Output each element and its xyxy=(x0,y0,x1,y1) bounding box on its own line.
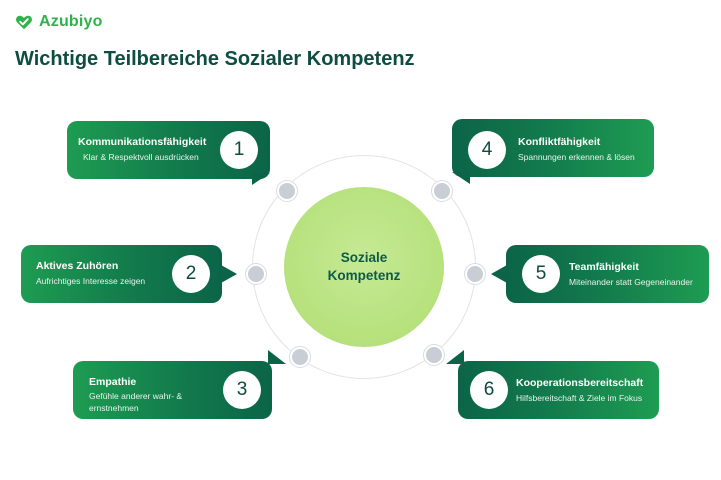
brand-name: Azubiyo xyxy=(39,13,103,30)
ring-node-3 xyxy=(290,347,310,367)
card-description: Aufrichtiges Interesse zeigen xyxy=(36,276,146,286)
competence-card-1: Kommunikationsfähigkeit Klar & Respektvo… xyxy=(67,121,270,179)
card-title: Kommunikationsfähigkeit xyxy=(78,136,207,148)
competence-card-2: Aktives Zuhören Aufrichtiges Interesse z… xyxy=(21,245,222,303)
competence-card-5: 5 Teamfähigkeit Miteinander statt Gegene… xyxy=(506,245,709,303)
competence-card-3: Empathie Gefühle anderer wahr- & ernstne… xyxy=(73,361,272,419)
card-number-badge: 3 xyxy=(223,371,261,409)
card-number-badge: 5 xyxy=(522,255,560,293)
center-label-line2: Kompetenz xyxy=(327,268,401,283)
card-number-badge: 4 xyxy=(468,131,506,169)
ring-node-2 xyxy=(246,264,266,284)
card-description: Spannungen erkennen & lösen xyxy=(518,152,635,162)
card-title: Teamfähigkeit xyxy=(569,261,639,273)
center-label-line1: Soziale xyxy=(340,250,388,265)
card-description: Klar & Respektvoll ausdrücken xyxy=(83,152,199,162)
card-title: Aktives Zuhören xyxy=(36,260,119,272)
card-pointer xyxy=(252,173,270,185)
card-number-badge: 2 xyxy=(172,255,210,293)
card-title: Kooperationsbereitschaft xyxy=(516,377,644,389)
card-title: Empathie xyxy=(89,376,137,388)
heart-check-logo-icon xyxy=(16,15,32,30)
card-pointer xyxy=(452,172,470,184)
card-pointer xyxy=(491,265,507,283)
ring-node-5 xyxy=(465,264,485,284)
card-number-badge: 6 xyxy=(470,371,508,409)
center-label: Soziale Kompetenz xyxy=(309,249,419,285)
card-description: Gefühle anderer wahr- & ernstnehmen xyxy=(89,391,183,413)
competence-card-4: 4 Konfliktfähigkeit Spannungen erkennen … xyxy=(452,119,654,177)
card-pointer xyxy=(446,350,464,364)
card-pointer xyxy=(268,350,286,364)
ring-node-6 xyxy=(424,345,444,365)
competence-card-6: 6 Kooperationsbereitschaft Hilfsbereitsc… xyxy=(458,361,659,419)
center-circle: Soziale Kompetenz xyxy=(284,187,444,347)
card-description: Hilfsbereitschaft & Ziele im Fokus xyxy=(516,393,643,403)
ring-node-4 xyxy=(432,181,452,201)
ring-node-1 xyxy=(277,181,297,201)
card-number-badge: 1 xyxy=(220,131,258,169)
brand-logo: Azubiyo xyxy=(15,10,103,34)
card-title: Konfliktfähigkeit xyxy=(518,136,601,148)
page-title: Wichtige Teilbereiche Sozialer Kompetenz xyxy=(15,48,415,70)
card-description: Miteinander statt Gegeneinander xyxy=(569,277,693,287)
card-pointer xyxy=(221,265,237,283)
